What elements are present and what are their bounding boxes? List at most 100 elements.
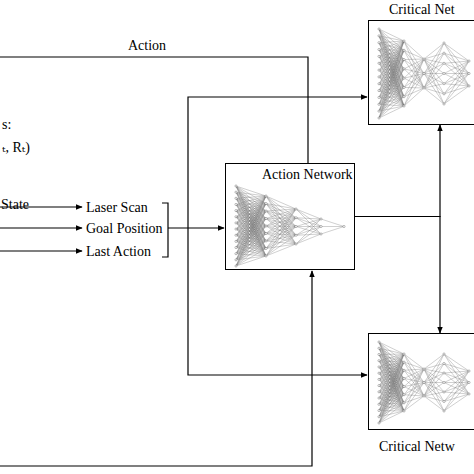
net-neuron (265, 210, 267, 212)
network-title: Critical Net (389, 2, 455, 18)
net-link (424, 59, 444, 84)
net-neuron (443, 93, 445, 95)
net-link (266, 211, 296, 227)
net-neuron (378, 28, 380, 30)
net-link (379, 50, 404, 104)
net-link (444, 84, 469, 86)
net-link (266, 227, 296, 249)
net-link (424, 383, 444, 402)
net-neuron (403, 353, 405, 355)
action-network-box: Action Network (225, 163, 355, 270)
net-neuron (235, 197, 237, 199)
net-link (424, 74, 444, 105)
net-link (404, 59, 424, 87)
net-link (379, 60, 404, 105)
net-neuron (443, 391, 445, 393)
net-link (236, 204, 266, 267)
net-link (444, 53, 469, 73)
net-neuron (295, 208, 297, 210)
critic-network-box: Critical Net (368, 20, 474, 125)
net-link (444, 63, 469, 73)
net-neuron (235, 210, 237, 212)
net-neuron (443, 52, 445, 54)
net-link (236, 196, 266, 260)
net-link (379, 354, 404, 411)
net-neuron (378, 42, 380, 44)
net-link (236, 198, 266, 256)
net-link (444, 383, 469, 402)
net-link (404, 362, 424, 382)
net-link (296, 234, 321, 244)
net-link (296, 219, 321, 244)
net-neuron (235, 203, 237, 205)
net-link (236, 211, 266, 266)
net-neuron (378, 353, 380, 355)
net-link (424, 396, 444, 402)
net-neuron (403, 394, 405, 396)
net-neuron (378, 397, 380, 399)
net-neuron (378, 391, 380, 393)
net-link (444, 364, 469, 383)
net-neuron (265, 217, 267, 219)
net-link (236, 211, 266, 254)
net-neuron (378, 110, 380, 112)
net-neuron (403, 77, 405, 79)
connector-arrow (355, 217, 440, 334)
net-link (321, 227, 344, 235)
net-neuron (235, 216, 237, 218)
net-neuron (403, 402, 405, 404)
net-link (444, 371, 469, 392)
net-neuron (443, 62, 445, 64)
net-link (424, 63, 444, 88)
net-link (424, 354, 444, 396)
net-neuron (378, 403, 380, 405)
net-link (444, 74, 469, 94)
net-link (266, 218, 296, 249)
net-link (404, 74, 424, 97)
net-link (444, 373, 469, 383)
net-link (236, 256, 266, 266)
net-link (379, 78, 404, 118)
net-neuron (378, 90, 380, 92)
net-link (266, 209, 296, 241)
net-neuron (403, 410, 405, 412)
net-link (379, 354, 404, 355)
net-neuron (378, 69, 380, 71)
net-neuron (265, 202, 267, 204)
network-title: Critical Netw (379, 439, 455, 455)
state-wire (168, 227, 224, 228)
net-link (444, 394, 469, 402)
net-link (444, 86, 469, 104)
net-link (266, 196, 296, 227)
net-link (379, 87, 404, 118)
feedback-wire (0, 271, 312, 466)
net-link (444, 392, 469, 394)
net-link (424, 84, 444, 88)
net-link (404, 50, 424, 59)
net-neuron (378, 96, 380, 98)
net-link (404, 59, 424, 61)
net-link (236, 211, 266, 260)
tuple-label: ₜ, Rₜ) (2, 140, 30, 156)
connector-arrow (355, 125, 440, 217)
net-neuron (235, 234, 237, 236)
net-neuron (403, 377, 405, 379)
net-neuron (265, 195, 267, 197)
tuple-label: s: (2, 117, 11, 133)
net-neuron (265, 232, 267, 234)
net-link (444, 74, 469, 105)
net-link (236, 249, 266, 267)
net-neuron (443, 372, 445, 374)
net-link (424, 392, 444, 396)
net-link (404, 369, 424, 411)
net-link (404, 74, 424, 107)
net-link (379, 97, 404, 118)
net-link (444, 86, 469, 94)
net-link (404, 383, 424, 403)
net-link (266, 235, 296, 241)
net-link (444, 53, 469, 61)
net-link (444, 383, 469, 395)
net-link (266, 209, 296, 256)
net-link (404, 369, 424, 370)
